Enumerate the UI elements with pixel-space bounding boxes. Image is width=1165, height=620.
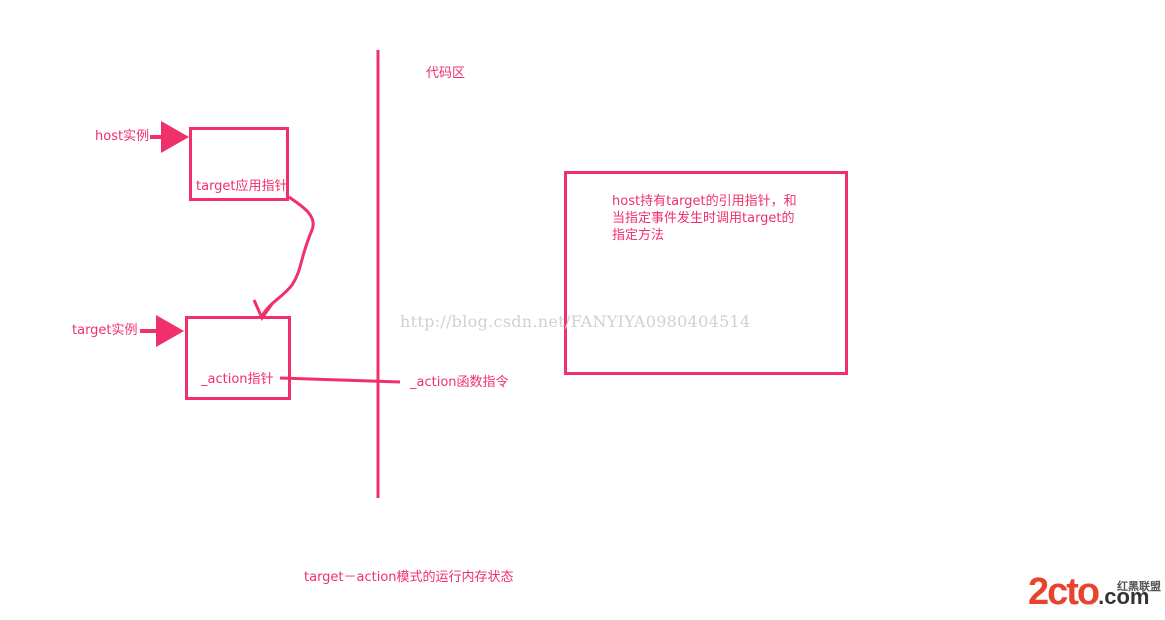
host-instance-label: host实例 xyxy=(95,129,150,144)
site-logo: 2cto.com 红黑联盟 xyxy=(1028,572,1163,616)
note-line: host持有target的引用指针，和 xyxy=(612,194,797,209)
diagram-caption: target－action模式的运行内存状态 xyxy=(304,570,514,585)
watermark-url: http://blog.csdn.net/FANYIYA0980404514 xyxy=(400,312,751,331)
pointer-curve xyxy=(260,195,315,317)
note-line: 当指定事件发生时调用target的 xyxy=(612,211,795,226)
note-line: 指定方法 xyxy=(612,228,665,243)
note-text: host持有target的引用指针，和 当指定事件发生时调用target的 指定… xyxy=(612,193,827,244)
logo-wordmark: 2cto.com xyxy=(1028,571,1150,613)
action-pointer-label: _action指针 xyxy=(201,372,274,387)
note-box xyxy=(564,171,848,375)
host-box xyxy=(189,127,289,201)
logo-subtitle: 红黑联盟 xyxy=(1117,580,1161,593)
target-pointer-label: target应用指针 xyxy=(196,179,288,194)
target-box xyxy=(185,316,291,400)
target-instance-label: target实例 xyxy=(72,323,138,338)
action-line xyxy=(279,376,401,384)
action-instruction-label: _action函数指令 xyxy=(410,375,509,390)
code-area-label: 代码区 xyxy=(426,66,466,81)
